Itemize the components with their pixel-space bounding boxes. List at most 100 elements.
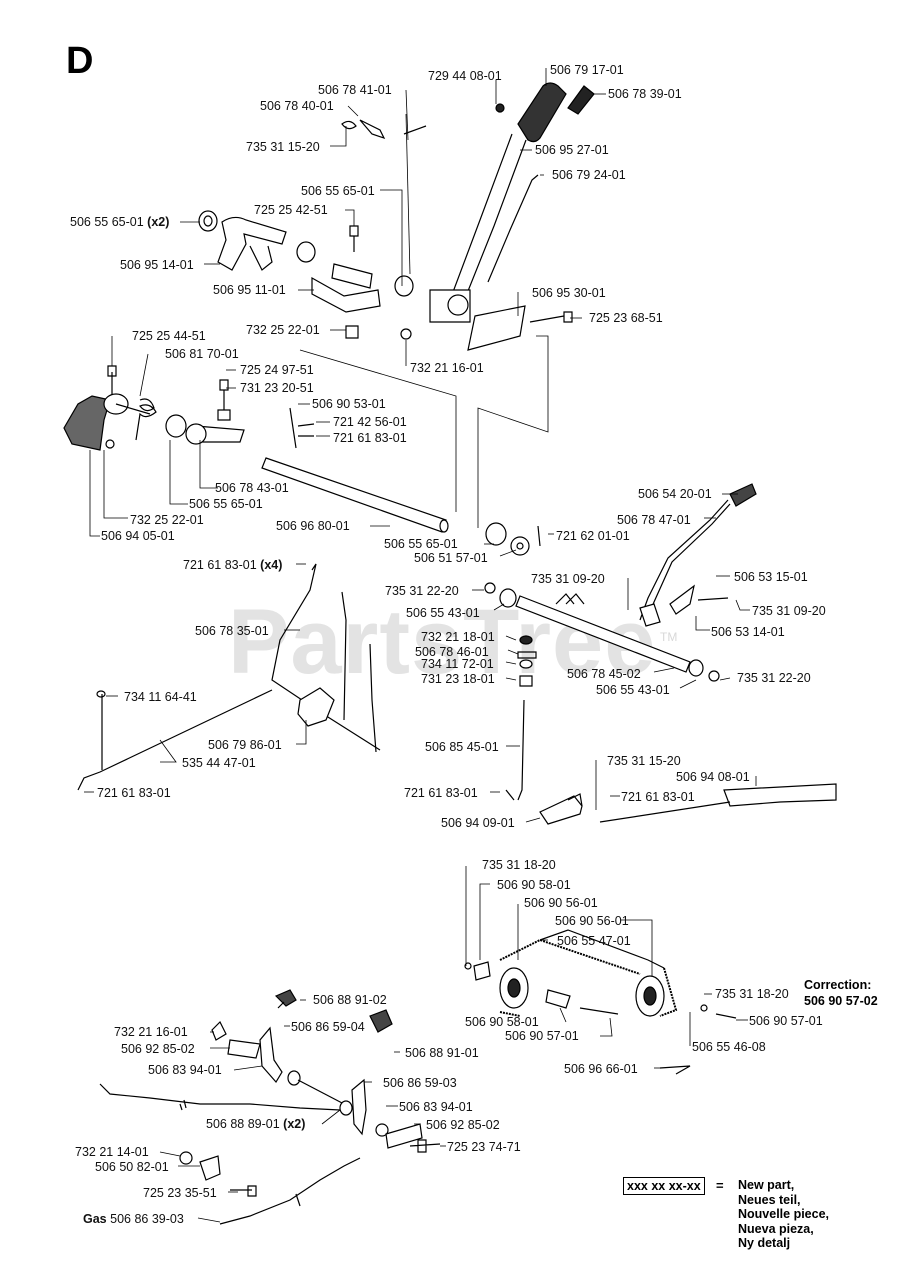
part-label: 506 79 24-01 (552, 168, 626, 182)
lever-506-86-59-03 (351, 1078, 367, 1136)
part-label: 506 50 82-01 (95, 1160, 169, 1174)
part-label: 506 78 43-01 (215, 481, 289, 495)
part-label: 735 31 22-20 (737, 671, 811, 685)
part-label: 506 96 80-01 (276, 519, 350, 533)
legend-line: Nouvelle piece, (738, 1207, 830, 1221)
part-label: 725 25 42-51 (254, 203, 328, 217)
part-label: 506 92 85-02 (121, 1042, 195, 1056)
plate-506-94-08 (723, 783, 837, 807)
part-label-with-qty: 506 88 89-01 (x2) (206, 1117, 305, 1131)
cross-shaft (515, 595, 691, 673)
part-label: 506 88 91-01 (405, 1046, 479, 1060)
part-label: 506 78 35-01 (195, 624, 269, 638)
part-label: 731 23 20-51 (240, 381, 314, 395)
part-label: 506 79 17-01 (550, 63, 624, 77)
part-label: 506 90 56-01 (555, 914, 629, 928)
part-label: 506 90 58-01 (465, 1015, 539, 1029)
part-label: 732 21 18-01 (421, 630, 495, 644)
legend-line: Neues teil, (738, 1192, 801, 1207)
part-label: 732 25 22-01 (246, 323, 320, 337)
plate-part (467, 305, 526, 351)
part-label: 506 55 65-01 (301, 184, 375, 198)
part-label: 506 90 57-01 (749, 1014, 823, 1028)
part-label: 735 31 22-20 (385, 584, 459, 598)
part-label: 732 21 16-01 (114, 1025, 188, 1039)
part-label: 725 25 44-51 (132, 329, 206, 343)
legend-line: Ny detalj (738, 1236, 791, 1250)
part-label: 721 61 83-01 (404, 786, 478, 800)
legend-equals: = (716, 1178, 724, 1193)
part-label: 506 88 91-02 (313, 993, 387, 1007)
legend-new-part-box: xxx xx xx-xx (623, 1177, 705, 1195)
part-number: 506 86 39-03 (110, 1212, 184, 1226)
part-label: 506 55 43-01 (596, 683, 670, 697)
part-label: 506 90 56-01 (524, 896, 598, 910)
rod-535-44-47 (77, 689, 273, 791)
part-label: 731 23 18-01 (421, 672, 495, 686)
cam-plate (63, 395, 111, 451)
correction-title: Correction: (804, 978, 872, 992)
part-prefix: Gas (83, 1212, 107, 1226)
part-label: 506 94 05-01 (101, 529, 175, 543)
correction-note: Correction: 506 90 57-02 (804, 977, 878, 1009)
part-label: 506 55 47-01 (557, 934, 631, 948)
part-label: 506 54 20-01 (638, 487, 712, 501)
part-label: 506 51 57-01 (414, 551, 488, 565)
cable-upper (99, 1083, 341, 1111)
rod-506-85-45 (517, 699, 525, 801)
part-label: 506 55 65-01 (189, 497, 263, 511)
rod-part (487, 174, 539, 283)
part-label: 725 24 97-51 (240, 363, 314, 377)
part-label: 535 44 47-01 (182, 756, 256, 770)
part-label: 506 78 41-01 (318, 83, 392, 97)
part-label: 725 23 68-51 (589, 311, 663, 325)
part-label: 506 81 70-01 (165, 347, 239, 361)
part-quantity: (x4) (260, 558, 283, 572)
part-label: 506 95 30-01 (532, 286, 606, 300)
part-label: 506 83 94-01 (399, 1100, 473, 1114)
control-lever (639, 499, 729, 621)
part-label: 735 31 18-20 (715, 987, 789, 1001)
part-label: 506 55 46-08 (692, 1040, 766, 1054)
bracket-part (217, 216, 287, 271)
part-label: 732 21 16-01 (410, 361, 484, 375)
part-label: 506 53 15-01 (734, 570, 808, 584)
part-label: 506 55 65-01 (384, 537, 458, 551)
bellcrank-506-79-86 (297, 687, 335, 727)
legend-line: Nueva pieza, (738, 1221, 814, 1236)
part-label: 735 31 15-20 (246, 140, 320, 154)
lever-506-86-59-04 (259, 1026, 283, 1084)
legend-text: New part, Neues teil, Nouvelle piece, Nu… (738, 1178, 829, 1251)
part-label: 506 90 57-01 (505, 1029, 579, 1043)
lever-grip (517, 82, 567, 143)
part-label: 506 95 11-01 (213, 283, 286, 297)
part-label: 506 85 45-01 (425, 740, 499, 754)
part-label: 729 44 08-01 (428, 69, 502, 83)
part-label: 506 83 94-01 (148, 1063, 222, 1077)
part-label: 721 62 01-01 (556, 529, 630, 543)
part-label: 734 11 64-41 (124, 690, 197, 704)
part-label-with-qty: 721 61 83-01 (x4) (183, 558, 282, 572)
part-label: 721 61 83-01 (333, 431, 407, 445)
part-label: 725 23 74-71 (447, 1140, 521, 1154)
part-label: 721 61 83-01 (97, 786, 171, 800)
part-label: 732 21 14-01 (75, 1145, 149, 1159)
part-label: 506 95 14-01 (120, 258, 194, 272)
part-label: 506 79 86-01 (208, 738, 282, 752)
part-label: 506 90 53-01 (312, 397, 386, 411)
part-label: 506 94 09-01 (441, 816, 515, 830)
part-label: 506 55 43-01 (406, 606, 480, 620)
part-label: 506 78 46-01 (415, 645, 489, 659)
gas-cable (219, 1157, 361, 1225)
leader-lines (84, 68, 757, 1223)
part-label: 506 78 45-02 (567, 667, 641, 681)
part-label: 506 86 59-04 (291, 1020, 365, 1034)
part-label: 721 61 83-01 (621, 790, 695, 804)
part-label: 506 92 85-02 (426, 1118, 500, 1132)
knob-part (567, 85, 595, 115)
bracket-506-94-09 (539, 795, 583, 825)
part-label: 734 11 72-01 (421, 657, 494, 671)
hinge-block (311, 276, 381, 313)
part-label: 506 86 59-03 (383, 1076, 457, 1090)
shaft-part (261, 457, 447, 533)
